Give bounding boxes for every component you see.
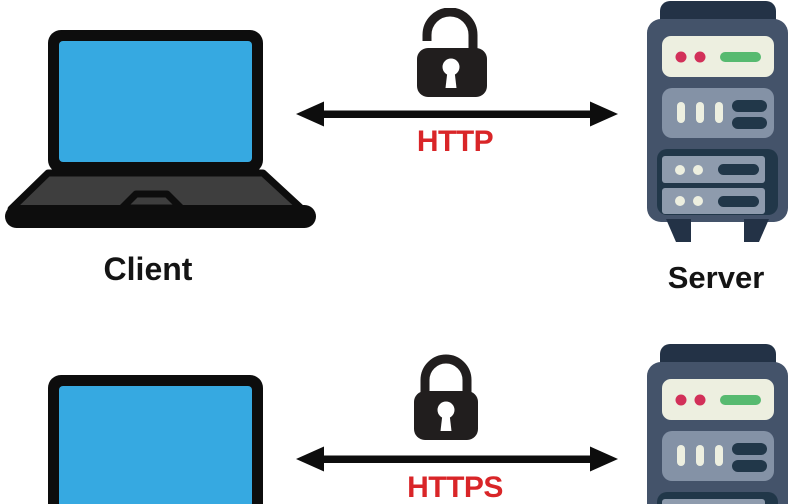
open-padlock-icon (412, 8, 490, 102)
closed-padlock-icon (412, 354, 480, 442)
https-protocol-label: HTTPS (407, 471, 503, 504)
laptop-icon (0, 372, 318, 504)
client-label: Client (103, 251, 193, 287)
laptop-icon (0, 27, 318, 229)
server-label: Server (667, 260, 765, 295)
server-rack-icon (645, 343, 790, 504)
server-rack-icon (645, 0, 790, 245)
http-protocol-label: HTTP (416, 125, 494, 158)
double-headed-arrow-icon (295, 444, 619, 474)
